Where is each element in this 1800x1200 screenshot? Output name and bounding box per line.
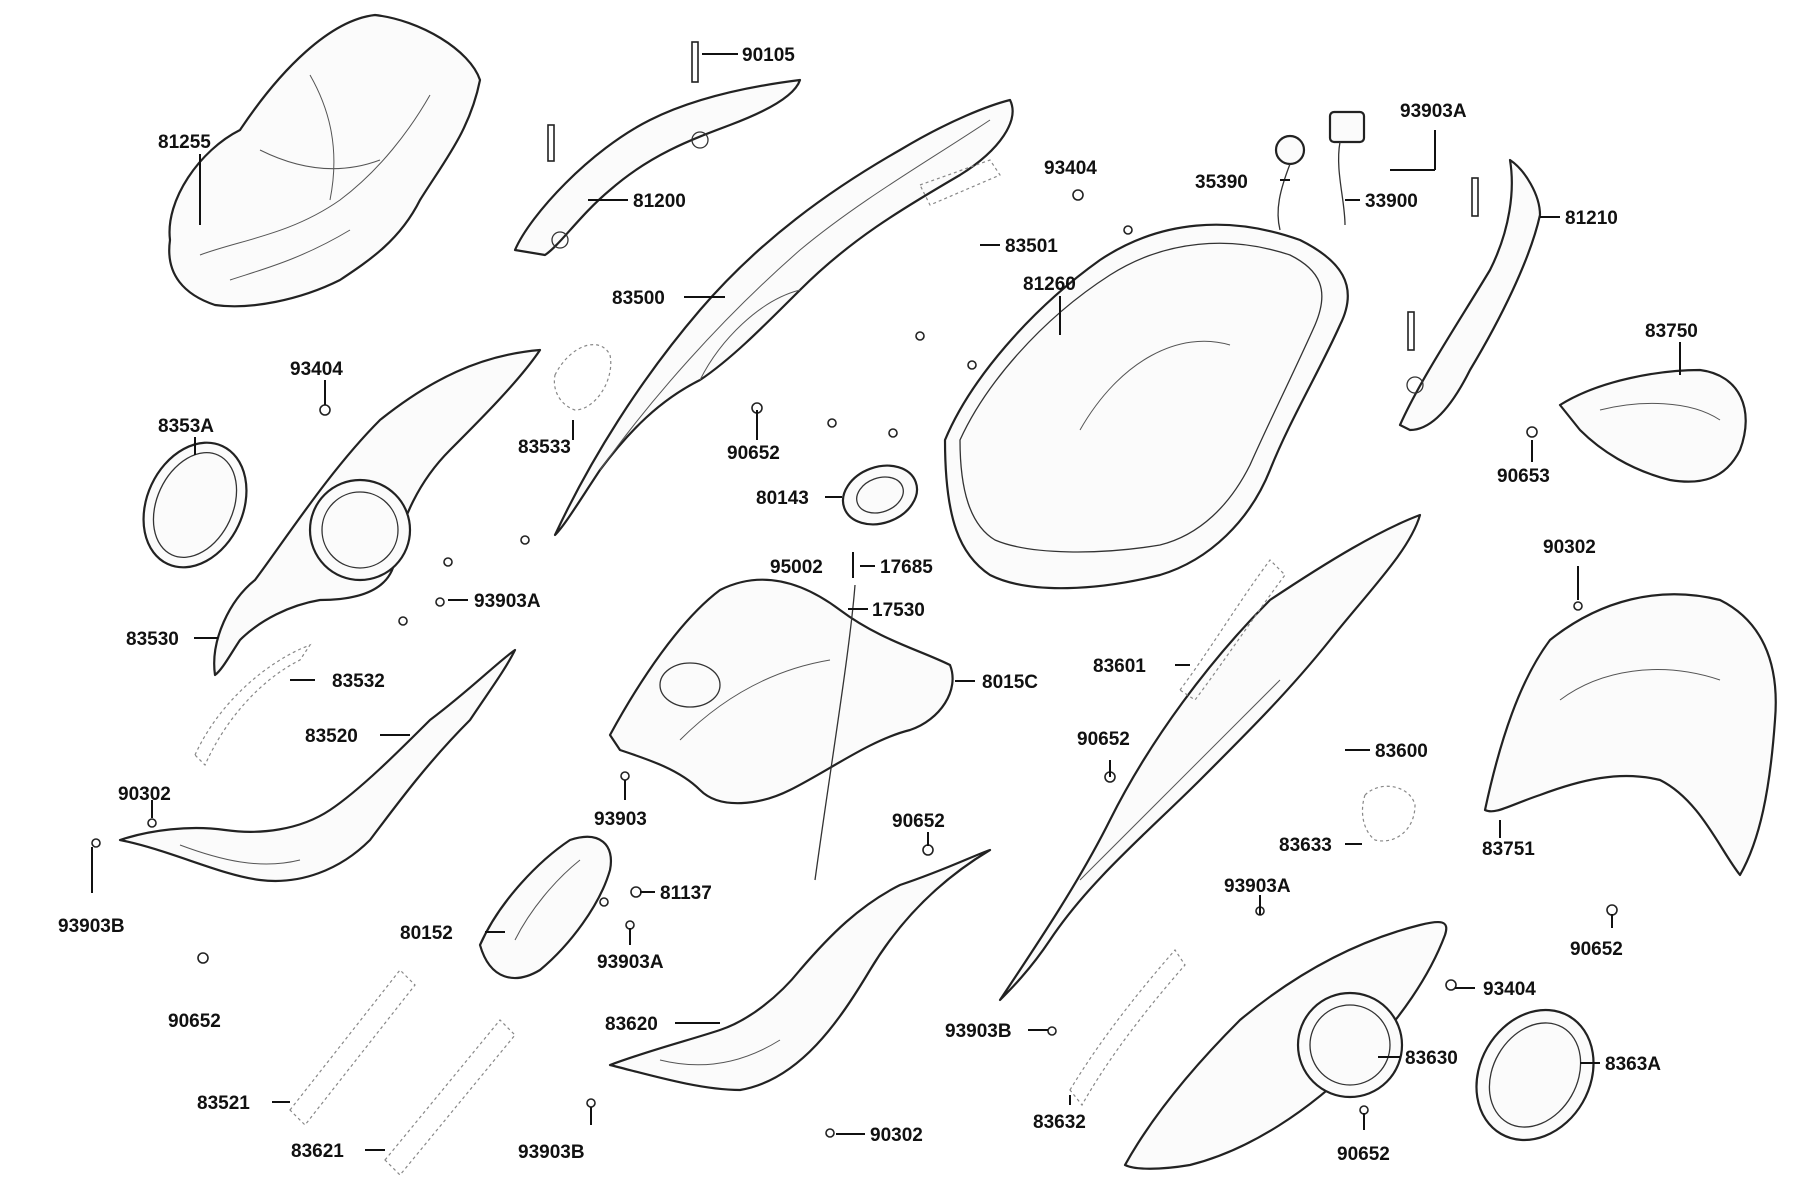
label-80152: 80152 — [400, 923, 453, 944]
label-90652-e: 90652 — [168, 1011, 221, 1032]
label-81255: 81255 — [158, 132, 211, 153]
label-90302-b: 90302 — [118, 784, 171, 805]
label-17530: 17530 — [872, 600, 925, 621]
label-17685: 17685 — [880, 557, 933, 578]
label-8015C: 8015C — [982, 672, 1038, 693]
helmet-box-part — [943, 223, 1349, 590]
gasket-83601 — [1179, 559, 1286, 701]
label-81210: 81210 — [1565, 208, 1618, 229]
label-93903A-c: 93903A — [1224, 876, 1291, 897]
callout-labels: 81255 90105 81200 83501 83500 93404 9390… — [58, 45, 1698, 1165]
cover-gasket-83501 — [919, 159, 1001, 206]
label-93903B-a: 93903B — [58, 916, 125, 937]
label-83750: 83750 — [1645, 321, 1698, 342]
switch-part — [1328, 110, 1366, 226]
label-8363A: 8363A — [1605, 1054, 1661, 1075]
label-90653: 90653 — [1497, 466, 1550, 487]
label-83751: 83751 — [1482, 839, 1535, 860]
rear-inner-fender-part — [1558, 368, 1747, 483]
label-83601: 83601 — [1093, 656, 1146, 677]
gasket-83532 — [194, 643, 312, 767]
cover-cap-part — [142, 441, 248, 569]
label-93903: 93903 — [594, 809, 647, 830]
gasket-83633 — [1361, 785, 1416, 842]
label-83501: 83501 — [1005, 236, 1058, 257]
label-83532: 83532 — [332, 671, 385, 692]
label-83521: 83521 — [197, 1093, 250, 1114]
leader-lines — [91, 53, 1681, 1151]
right-main-cover-part — [998, 513, 1422, 1002]
label-90652-f: 90652 — [1337, 1144, 1390, 1165]
label-33900: 33900 — [1365, 191, 1418, 212]
drain-hose-part — [814, 584, 856, 881]
label-90652-d: 90652 — [1570, 939, 1623, 960]
label-83600: 83600 — [1375, 741, 1428, 762]
label-83530: 83530 — [126, 629, 179, 650]
seat-part — [168, 13, 482, 308]
label-35390: 35390 — [1195, 172, 1248, 193]
rear-fender-part — [1483, 593, 1777, 877]
label-81137: 81137 — [660, 883, 712, 904]
grab-rail-part — [513, 78, 802, 257]
gasket-83621 — [384, 1019, 516, 1176]
label-93404-c: 93404 — [1483, 979, 1536, 1000]
label-83533: 83533 — [518, 437, 571, 458]
label-83633: 83633 — [1279, 835, 1332, 856]
label-83500: 83500 — [612, 288, 665, 309]
label-83620: 83620 — [605, 1014, 658, 1035]
label-93903A-d: 93903A — [597, 952, 664, 973]
label-81200: 81200 — [633, 191, 686, 212]
rear-center-cover-part — [553, 98, 1014, 537]
label-93903B-b: 93903B — [945, 1021, 1012, 1042]
label-93903B-c: 93903B — [518, 1142, 585, 1163]
gasket-83533 — [553, 344, 612, 411]
label-83632: 83632 — [1033, 1112, 1086, 1133]
socket-part — [1274, 134, 1306, 231]
fasteners — [91, 41, 1618, 1138]
label-90302-c: 90302 — [870, 1125, 923, 1146]
label-95002: 95002 — [770, 557, 823, 578]
label-90652-b: 90652 — [1077, 729, 1130, 750]
label-83520: 83520 — [305, 726, 358, 747]
gasket-83521 — [289, 969, 416, 1126]
right-cover-cap-part — [1475, 1008, 1595, 1142]
label-93404-a: 93404 — [1044, 158, 1097, 179]
label-93903A-a: 93903A — [1400, 101, 1467, 122]
side-rail-part — [1398, 158, 1542, 432]
inner-cover-part — [608, 578, 954, 805]
left-body-cover-part — [213, 348, 542, 677]
label-83621: 83621 — [291, 1141, 344, 1162]
right-body-cover-part — [1123, 920, 1448, 1170]
label-90652-c: 90652 — [892, 811, 945, 832]
label-90105: 90105 — [742, 45, 795, 66]
fuel-ring-part — [841, 464, 919, 526]
label-83630: 83630 — [1405, 1048, 1458, 1069]
label-81260: 81260 — [1023, 274, 1076, 295]
label-90302-a: 90302 — [1543, 537, 1596, 558]
lid-part — [478, 835, 613, 979]
gasket-83632 — [1069, 949, 1186, 1107]
label-8353A: 8353A — [158, 416, 214, 437]
label-93903A-b: 93903A — [474, 591, 541, 612]
label-93404-b: 93404 — [290, 359, 343, 380]
left-lower-panel-part — [118, 648, 517, 882]
label-90652-a: 90652 — [727, 443, 780, 464]
label-80143: 80143 — [756, 488, 809, 509]
right-lower-panel-part — [608, 848, 992, 1092]
